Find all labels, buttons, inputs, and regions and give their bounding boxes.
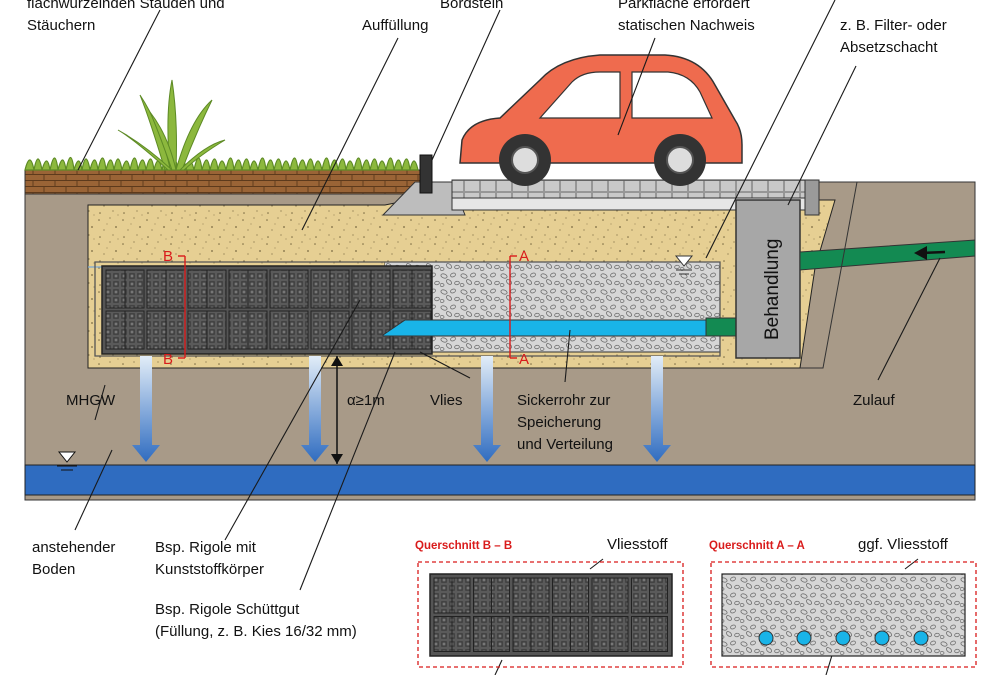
section-b-title: Querschnitt B – B [415,540,512,552]
groundwater-level-icon [57,451,77,471]
section-b-fleece-label: Vliesstoff [607,536,668,553]
section-marker-b-bottom: B [163,351,173,368]
label-curb: Bordstein [440,0,503,12]
inflow-pipe [799,239,976,271]
grass-strip [24,156,419,171]
fleece-line [94,261,721,357]
infiltration-arrows [132,356,671,462]
label-plants-line1: flachwurzelnden Stauden und [27,0,225,12]
shrub-plant [117,79,226,171]
section-marker-a-top: A [519,248,529,265]
crate-grid [105,269,432,350]
infiltration-arrow-1 [132,356,160,462]
section-a-pipes [758,630,929,646]
section-a-pipe-3 [835,630,851,646]
treatment-label: Behandlung [762,239,783,340]
leader-lines [74,0,941,675]
label-rigole-gravel-line1: Bsp. Rigole Schüttgut [155,601,300,618]
car-icon [459,54,743,186]
label-filter-line2: Absetzschacht [840,39,938,56]
section-marker-a-bottom: A [519,351,529,368]
water-level-icon [674,255,694,275]
section-a-pipe-5 [913,630,929,646]
section-a-fleece-label: ggf. Vliesstoff [858,536,949,553]
label-soil-line1: anstehender [32,539,115,556]
section-marker-b-top: B [163,248,173,265]
infiltration-arrow-4 [643,356,671,462]
treatment-shaft [735,199,801,359]
label-pipe-line1: Sickerrohr zur [517,392,610,409]
label-rigole-plastic-line1: Bsp. Rigole mit [155,539,257,556]
label-parking-line1: Parkfläche erfordert [618,0,751,12]
planting-bed-brick [24,169,421,195]
label-pipe-line2: Speicherung [517,414,601,431]
pavement-edge [804,179,820,216]
curb-stone [419,154,433,194]
label-inflow: Zulauf [853,392,896,409]
label-soil-line2: Boden [32,561,75,578]
excavation-edge-right [800,181,858,369]
label-mhgw: MHGW [66,392,116,409]
inflow-arrow-icon [914,246,946,260]
section-a-frame [710,561,977,668]
label-fleece: Vlies [430,392,463,409]
section-b-crate-grid [433,577,668,652]
label-rigole-plastic-line2: Kunststoffkörper [155,561,264,578]
infiltration-arrow-2 [301,356,329,462]
connection-pipe [705,317,741,337]
section-marker-a [509,255,517,359]
label-pipe-line3: und Verteilung [517,436,613,453]
infiltration-pipe [382,319,711,337]
label-distance: α≥1m [347,392,385,409]
section-a-pipe-4 [874,630,890,646]
paving-stones [451,179,808,199]
section-a-title: Querschnitt A – A [709,540,805,552]
label-plants-line2: Stäuchern [27,17,95,34]
label-fill: Auffüllung [362,17,428,34]
distance-dimension [331,356,343,464]
infiltration-arrow-3 [473,356,501,462]
section-marker-b [178,255,186,359]
label-parking-line2: statischen Nachweis [618,17,755,34]
section-b-frame [417,561,684,668]
section-a-pipe-2 [796,630,812,646]
groundwater-band [24,464,976,496]
label-rigole-gravel-line2: (Füllung, z. B. Kies 16/32 mm) [155,623,357,640]
section-a-pipe-1 [758,630,774,646]
label-filter-line1: z. B. Filter- oder [840,17,947,34]
